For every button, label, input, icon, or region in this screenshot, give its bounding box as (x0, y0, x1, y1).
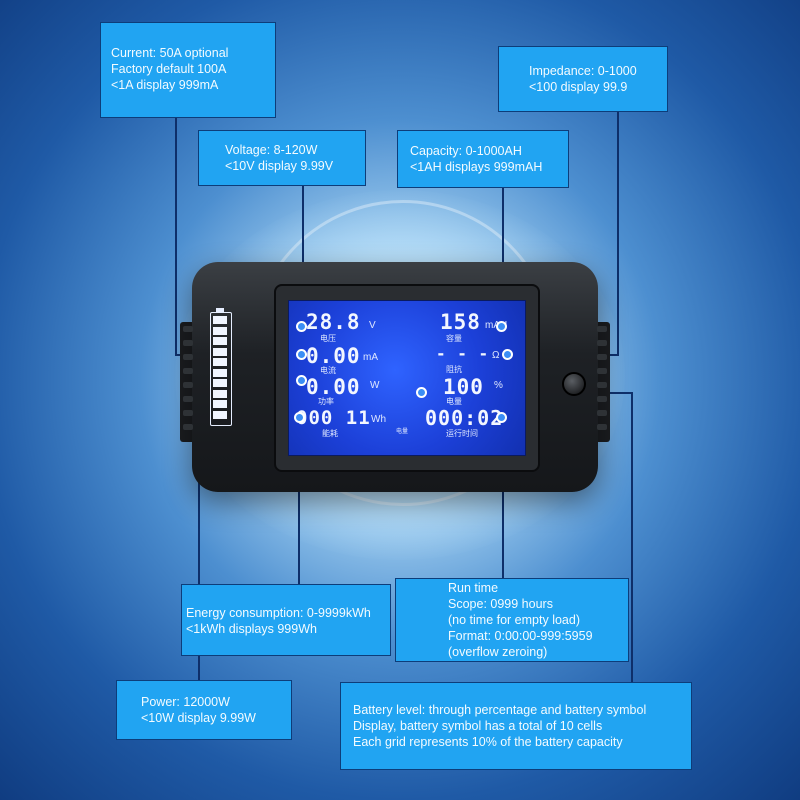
leader-line (302, 185, 304, 328)
callout-line: Display, battery symbol has a total of 1… (353, 719, 603, 733)
power-label: 功率 (318, 397, 334, 406)
power-callout: Power: 12000W <10W display 9.99W (116, 680, 292, 740)
impedance-callout: Impedance: 0-1000 <100 display 99.9 (498, 46, 668, 112)
voltage-label: 电压 (320, 334, 336, 343)
current-unit: mA (363, 352, 378, 363)
battery-symbol-label: 电量 (396, 429, 409, 435)
energy-readout: 000 11 (296, 407, 371, 429)
callout-line: Impedance: 0-1000 (529, 64, 637, 78)
battery-cell (213, 347, 227, 356)
indicator-dot (294, 412, 305, 423)
housing-ridge (183, 410, 193, 416)
housing-ridge (183, 396, 193, 402)
callout-line: <10W display 9.99W (141, 711, 256, 725)
energy-label: 能耗 (322, 429, 338, 438)
indicator-dot (296, 321, 307, 332)
runtime-readout: 000:02 (425, 406, 504, 430)
housing-ridge (183, 368, 193, 374)
indicator-dot (296, 375, 307, 386)
battery-cell (213, 358, 227, 366)
capacity-readout: 158 (440, 310, 481, 334)
indicator-dot (296, 349, 307, 360)
voltage-callout: Voltage: 8-120W <10V display 9.99V (198, 130, 366, 186)
indicator-dot (502, 349, 513, 360)
percent-readout: 100 (443, 375, 484, 399)
indicator-dot (496, 321, 507, 332)
callout-line: Current: 50A optional (111, 46, 229, 60)
current-readout: 0.00 (306, 344, 361, 368)
callout-line: Run time (448, 581, 499, 595)
battery-callout: Battery level: through percentage and ba… (340, 682, 692, 770)
callout-line: <100 display 99.9 (529, 80, 628, 94)
percent-label: 电量 (446, 397, 462, 406)
impedance-label: 阻抗 (446, 365, 462, 374)
callout-line: Each grid represents 10% of the battery … (353, 735, 623, 749)
housing-ridge (597, 410, 607, 416)
callout-line: <1AH displays 999mAH (410, 160, 543, 174)
battery-monitor-device (180, 262, 610, 492)
impedance-unit: Ω (492, 350, 500, 361)
housing-ridge (597, 424, 607, 430)
runtime-label: 运行时间 (446, 429, 478, 438)
impedance-readout: - - - (436, 344, 490, 363)
capacity-callout: Capacity: 0-1000AH <1AH displays 999mAH (397, 130, 569, 188)
power-readout: 0.00 (306, 375, 361, 399)
voltage-unit: V (369, 320, 376, 331)
callout-line: Format: 0:00:00-999:5959 (448, 629, 593, 643)
battery-symbol (210, 312, 232, 426)
housing-ridge (597, 340, 607, 346)
battery-cell (213, 400, 227, 408)
housing-ridge (597, 368, 607, 374)
device-button[interactable] (562, 372, 586, 396)
indicator-dot (496, 412, 507, 423)
housing-ridge (597, 326, 607, 332)
leader-line (631, 392, 633, 684)
callout-line: <10V display 9.99V (225, 159, 334, 173)
percent-unit: % (494, 380, 503, 391)
callout-line: Factory default 100A (111, 62, 227, 76)
energy-callout: Energy consumption: 0-9999kWh <1kWh disp… (181, 584, 391, 656)
energy-unit: Wh (371, 414, 386, 425)
battery-cell (213, 337, 227, 345)
leader-line (175, 117, 177, 355)
battery-cap (216, 308, 224, 312)
capacity-label: 容量 (446, 334, 462, 343)
callout-line: Energy consumption: 0-9999kWh (186, 606, 371, 620)
callout-line: Battery level: through percentage and ba… (353, 703, 647, 717)
battery-cell (213, 389, 227, 398)
housing-ridge (183, 326, 193, 332)
callout-line: (overflow zeroing) (448, 645, 548, 659)
leader-line (502, 418, 504, 578)
leader-line (502, 187, 504, 327)
housing-ridge (183, 424, 193, 430)
battery-cell (213, 316, 227, 324)
current-callout: Current: 50A optional Factory default 10… (100, 22, 276, 118)
battery-cell (213, 410, 227, 419)
power-unit: W (370, 380, 380, 391)
callout-line: <1A display 999mA (111, 78, 219, 92)
runtime-callout: Run time Scope: 0999 hours (no time for … (395, 578, 629, 662)
leader-line (198, 380, 200, 682)
callout-line: Capacity: 0-1000AH (410, 144, 522, 158)
callout-line: <1kWh displays 999Wh (186, 622, 317, 636)
callout-line: Power: 12000W (141, 695, 230, 709)
leader-line (298, 418, 300, 604)
housing-ridge (183, 354, 193, 360)
callout-line: Voltage: 8-120W (225, 143, 318, 157)
callout-line: Scope: 0999 hours (448, 597, 553, 611)
battery-cell (213, 326, 227, 335)
leader-line (617, 112, 619, 356)
current-label: 电流 (320, 366, 336, 375)
housing-ridge (597, 382, 607, 388)
voltage-readout: 28.8 (306, 310, 361, 334)
lcd-screen (288, 300, 526, 456)
housing-ridge (597, 354, 607, 360)
housing-ridge (183, 382, 193, 388)
battery-cell (213, 368, 227, 377)
housing-ridge (183, 340, 193, 346)
indicator-dot (416, 387, 427, 398)
housing-ridge (597, 396, 607, 402)
callout-line: (no time for empty load) (448, 613, 580, 627)
battery-cell (213, 379, 227, 387)
